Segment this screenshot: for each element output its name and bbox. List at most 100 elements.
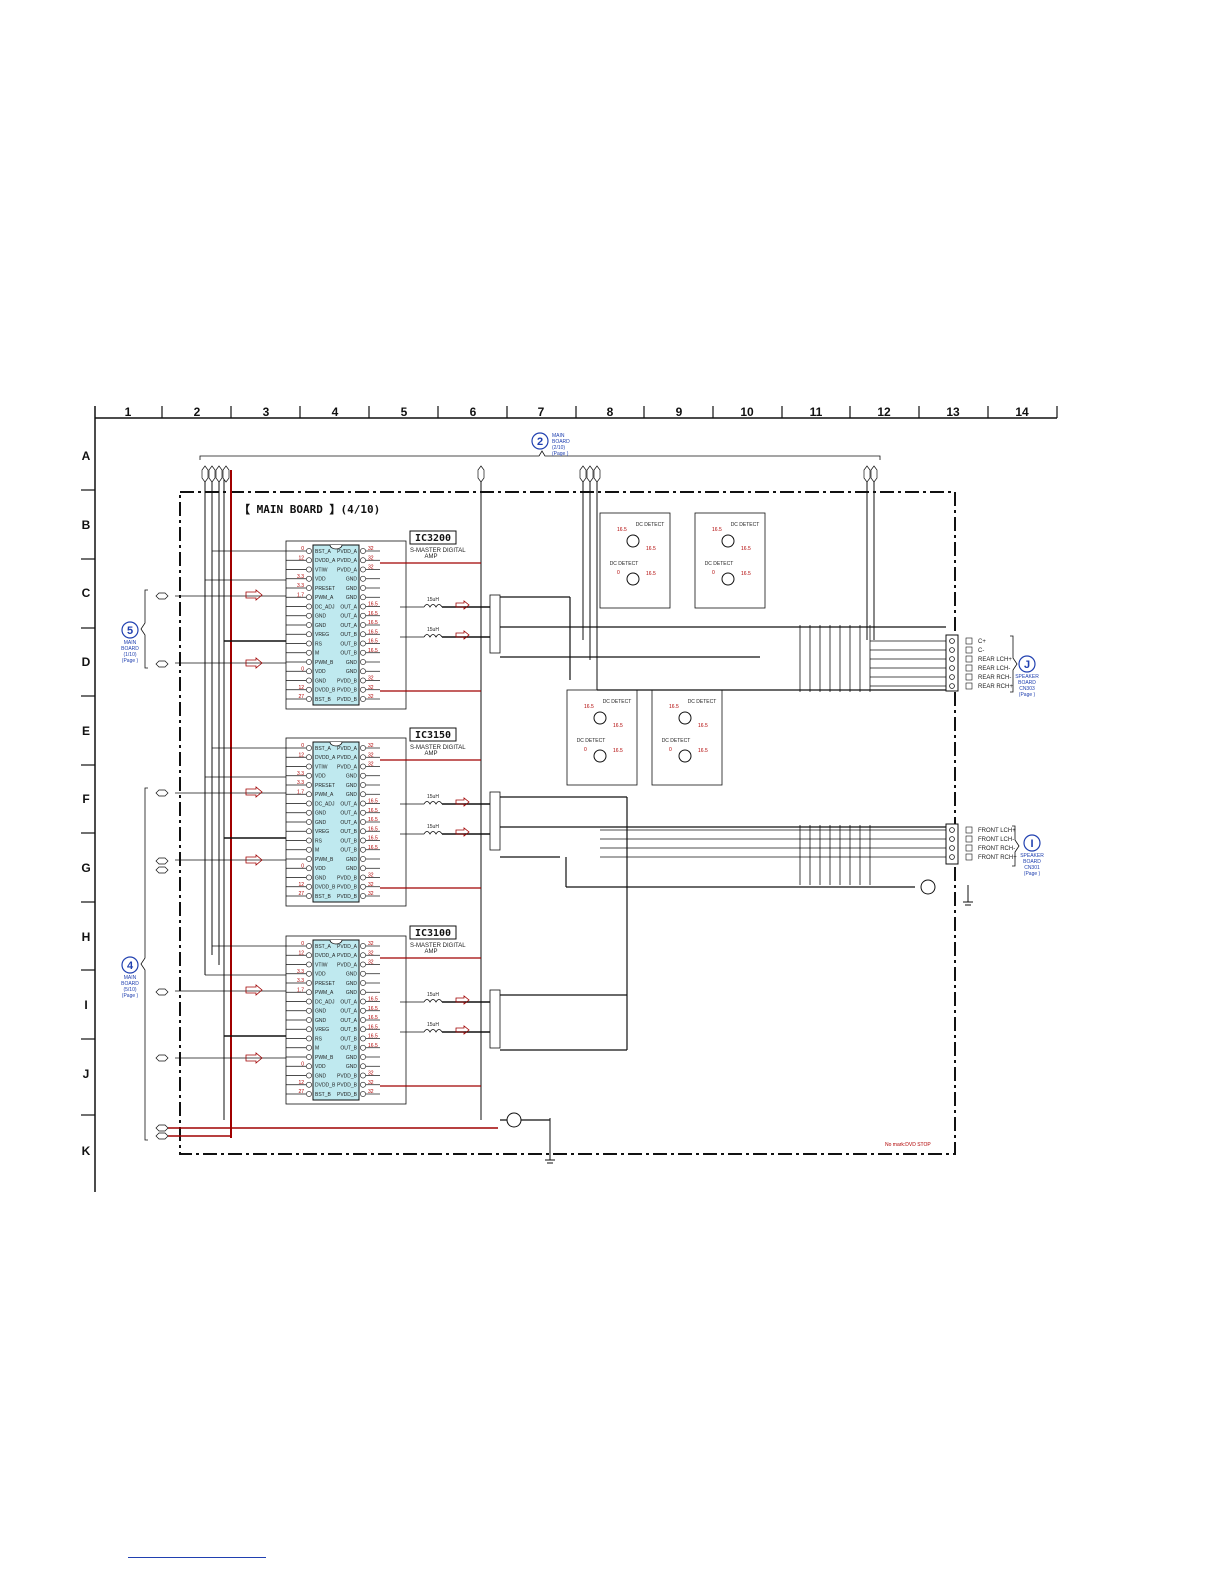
- ic-pin-name-right: PVDD_B: [337, 1083, 358, 1089]
- ic-desc-2: AMP: [424, 751, 437, 757]
- ic-pin-right: [360, 961, 366, 968]
- ic-pin-name-right: PVDD_B: [337, 894, 358, 900]
- ic-pin-name-left: PWM_A: [315, 595, 334, 601]
- ic-pin-name-left: GND: [315, 1018, 327, 1024]
- grid-col-label: 1: [125, 405, 132, 419]
- ic-pin-right: [360, 819, 366, 825]
- input-connector: [155, 866, 169, 874]
- connector-ref-circle: [121, 956, 139, 974]
- signal-arrow: [245, 984, 263, 996]
- grid-col-label: 9: [676, 405, 683, 419]
- ic-volt-right: 16.5: [368, 799, 378, 805]
- ic-pin-left: [306, 575, 312, 582]
- terminal-pin: [949, 854, 955, 860]
- connector-ref-number: 4: [127, 960, 134, 972]
- signal-arrow: [245, 786, 263, 798]
- ic-pin-right: [360, 668, 366, 675]
- ic-volt-right: 32: [368, 950, 374, 956]
- ic-volt-right: 16.5: [368, 620, 378, 626]
- input-connector: [155, 592, 169, 600]
- ic-volt-left: 12: [298, 950, 304, 956]
- ic-pin-name-left: M: [315, 651, 319, 657]
- grid-col-label: 13: [946, 405, 960, 419]
- ic-volt-left: 12: [298, 555, 304, 561]
- terminal-pin-box: [965, 682, 973, 690]
- connector-ref-circle: [1018, 655, 1036, 673]
- ic-volt-left: 0: [301, 546, 304, 552]
- terminal-pin-label: FRONT RCH+: [978, 855, 1017, 861]
- ic-pin-right: [360, 846, 366, 853]
- ic-volt-right: 16.5: [368, 1024, 378, 1030]
- ic-volt-left: 1.7: [297, 987, 304, 993]
- ic-volt-right: 32: [368, 873, 374, 879]
- dc-volt: 16.5: [584, 704, 594, 710]
- ic-pin-right: [360, 745, 366, 751]
- terminal-pin-label: FRONT RCH-: [978, 846, 1015, 852]
- ic-volt-left: 3.3: [297, 771, 304, 777]
- ic-pin-right: [360, 631, 366, 638]
- ic-pin-name-right: GND: [346, 857, 358, 863]
- dc-volt: 16.5: [646, 571, 656, 577]
- footer-link-underline[interactable]: [128, 1557, 266, 1558]
- connector-ref-number: 2: [537, 436, 543, 448]
- connector-ref-number: 5: [127, 625, 133, 637]
- ic-pin-name-right: PVDD_A: [337, 549, 358, 555]
- ic-pin-right: [360, 893, 366, 899]
- ic-pin-name-right: PVDD_A: [337, 944, 358, 950]
- ic-pin-name-left: RS: [315, 641, 323, 647]
- ic-pin-left: [306, 622, 312, 628]
- ic-pin-name-right: GND: [346, 586, 358, 592]
- ic-pin-left: [306, 603, 312, 610]
- dc-volt: 16.5: [698, 748, 708, 754]
- signal-arrow: [455, 797, 470, 807]
- ic-volt-right: 16.5: [368, 639, 378, 645]
- board-title: 【 MAIN BOARD 】(4/10): [239, 503, 380, 516]
- signal-arrow: [245, 589, 263, 601]
- ic-wiring-frame: [285, 737, 407, 907]
- grid-row-label: D: [82, 655, 91, 669]
- ic-pin-right: [360, 980, 366, 986]
- ic-pin-left: [306, 1044, 312, 1051]
- terminal-pin-label: REAR LCH-: [978, 666, 1010, 672]
- ic-pin-left: [306, 557, 312, 564]
- ic-pin-right: [360, 791, 366, 798]
- signal-arrow: [245, 854, 263, 866]
- signal-arrow: [455, 630, 470, 640]
- connector-page: (Page ): [552, 451, 569, 457]
- ic-volt-right: 32: [368, 565, 374, 571]
- ic-pin-name-left: BST_A: [315, 944, 332, 950]
- ic-pin-right: [360, 800, 366, 807]
- ic-volt-right: 16.5: [368, 611, 378, 617]
- ic-pin-name-left: GND: [315, 1009, 327, 1015]
- ic-pin-right: [360, 622, 366, 628]
- ic-pin-right: [360, 874, 366, 881]
- ic-volt-right: 16.5: [368, 648, 378, 654]
- grid-row-label: A: [82, 449, 91, 463]
- ic-pin-right: [360, 548, 366, 554]
- ic-pin-name-left: PWM_A: [315, 990, 334, 996]
- dc-detect-frame: [599, 512, 671, 609]
- connector-name: MAIN: [124, 975, 137, 981]
- ic-pin-name-left: VDD: [315, 577, 326, 583]
- ic-pin-name-left: VTIW: [315, 962, 328, 968]
- ic-volt-left: 27: [298, 891, 304, 897]
- ic-pin-left: [306, 745, 312, 751]
- terminal-pin-label: REAR RCH-: [978, 675, 1011, 681]
- ic-volt-left: 12: [298, 882, 304, 888]
- inductor: [423, 634, 443, 638]
- ic-pin-name-right: GND: [346, 774, 358, 780]
- grid-col-label: 4: [332, 405, 339, 419]
- grid-col-label: 7: [538, 405, 545, 419]
- output-filter: [489, 791, 501, 851]
- ic-pin-right: [360, 952, 366, 959]
- ic-pin-name-right: PVDD_A: [337, 962, 358, 968]
- signal-arrow: [455, 827, 470, 837]
- dc-volt: 0: [617, 570, 620, 576]
- ic-pin-left: [306, 782, 312, 788]
- ic-pin-name-left: VDD: [315, 1064, 326, 1070]
